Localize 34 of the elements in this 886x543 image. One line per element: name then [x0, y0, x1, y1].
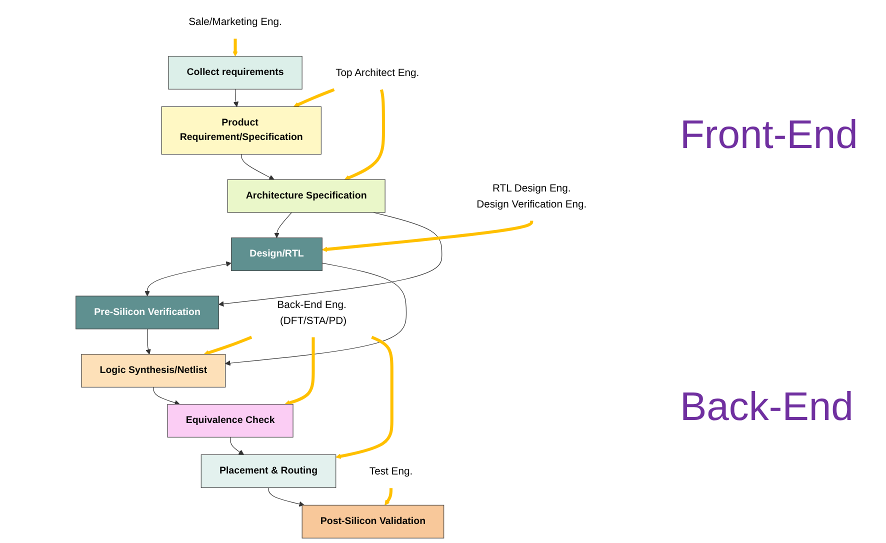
node-text: Back-End Eng. (DFT/STA/PD): [276, 298, 346, 326]
arrow: [230, 436, 244, 455]
arrow: [322, 220, 533, 252]
arrow: [384, 488, 392, 506]
node-text: Top Architect Eng.: [335, 66, 419, 78]
node-text: Test Eng.: [368, 465, 412, 477]
arrow: [224, 262, 406, 366]
arrow: [232, 88, 238, 107]
node-text: Sale/Marketing Eng.: [188, 16, 282, 28]
arrow: [218, 212, 442, 307]
arrow: [268, 487, 304, 507]
arrow: [292, 88, 334, 108]
node-box: Logic Synthesis/Netlist: [80, 354, 226, 388]
arrow: [232, 38, 238, 56]
arrow: [145, 328, 150, 354]
section-heading: Front-End: [680, 113, 859, 158]
arrow: [344, 89, 385, 180]
node-box: Placement & Routing: [200, 454, 336, 488]
arrow: [335, 336, 393, 459]
arrow: [144, 261, 231, 296]
node-box: Architecture Specification: [226, 179, 385, 213]
node-box: Design/RTL: [230, 238, 322, 272]
node-box: Post-Silicon Validation: [301, 504, 444, 538]
section-heading: Back-End: [680, 384, 854, 430]
arrow: [240, 154, 274, 180]
node-box: Pre-Silicon Verification: [75, 296, 219, 330]
node-box: Equivalence Check: [166, 404, 293, 438]
node-box: Product Requirement/Specification: [160, 106, 322, 155]
arrow: [284, 337, 314, 406]
arrow: [152, 386, 180, 406]
arrow: [203, 336, 252, 356]
arrow: [274, 212, 292, 238]
node-box: Collect requirements: [168, 56, 302, 90]
node-text: RTL Design Eng. Design Verification Eng.: [476, 182, 586, 210]
